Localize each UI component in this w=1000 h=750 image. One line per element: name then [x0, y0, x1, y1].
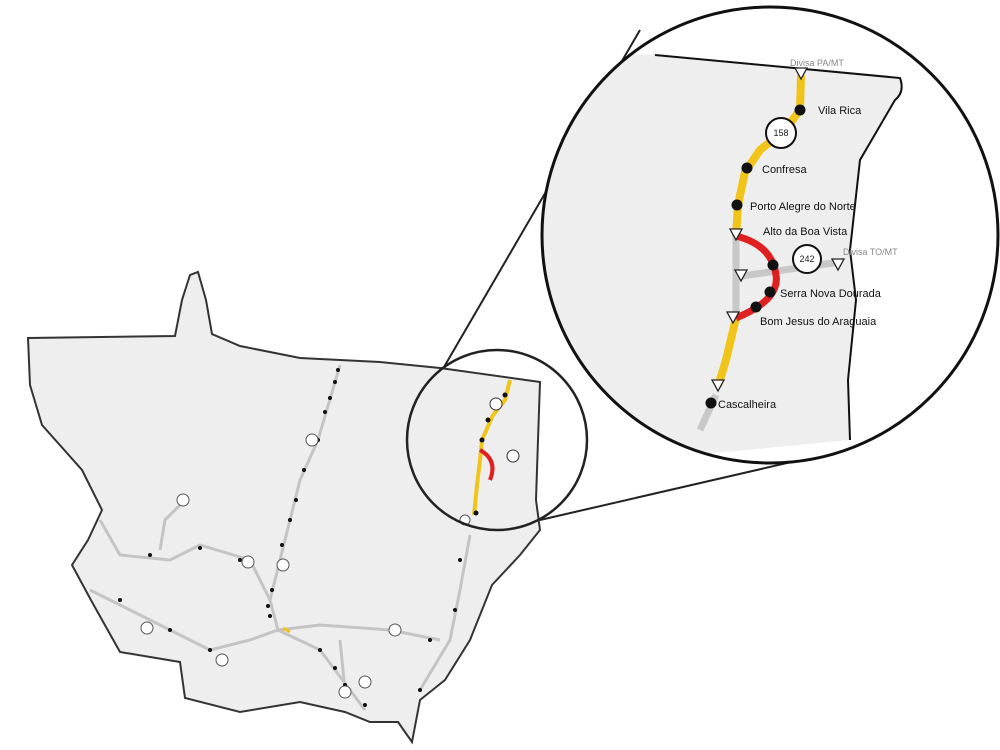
- town-label: Alto da Boa Vista: [763, 226, 848, 238]
- border-triangle-icon: [710, 67, 846, 393]
- zoom-inset: [540, 5, 1000, 465]
- zoom-connector-bottom: [539, 459, 801, 521]
- border-label-to-mt: Divisa TO/MT: [843, 247, 898, 257]
- state-outline: [26, 270, 542, 745]
- town-label: Porto Alegre do Norte: [750, 201, 856, 213]
- town-markers: [705, 104, 806, 409]
- highway-shield-242: 242: [792, 244, 822, 274]
- svg-text:242: 242: [799, 254, 814, 264]
- town-label: Vila Rica: [818, 105, 862, 117]
- town-label: Cascalheira: [718, 399, 777, 411]
- town-label: Confresa: [762, 164, 808, 176]
- road-yellow-highlight: [282, 626, 291, 634]
- small-inset: [405, 348, 589, 532]
- town-label: Serra Nova Dourada: [780, 288, 882, 300]
- mainland-highway-markers: [140, 433, 471, 699]
- road-network: [89, 364, 472, 711]
- highway-shield-158: 158: [765, 117, 797, 149]
- svg-text:158: 158: [773, 128, 788, 138]
- town-label: Bom Jesus do Araguaia: [760, 316, 877, 328]
- border-label-pa-mt: Divisa PA/MT: [790, 58, 844, 68]
